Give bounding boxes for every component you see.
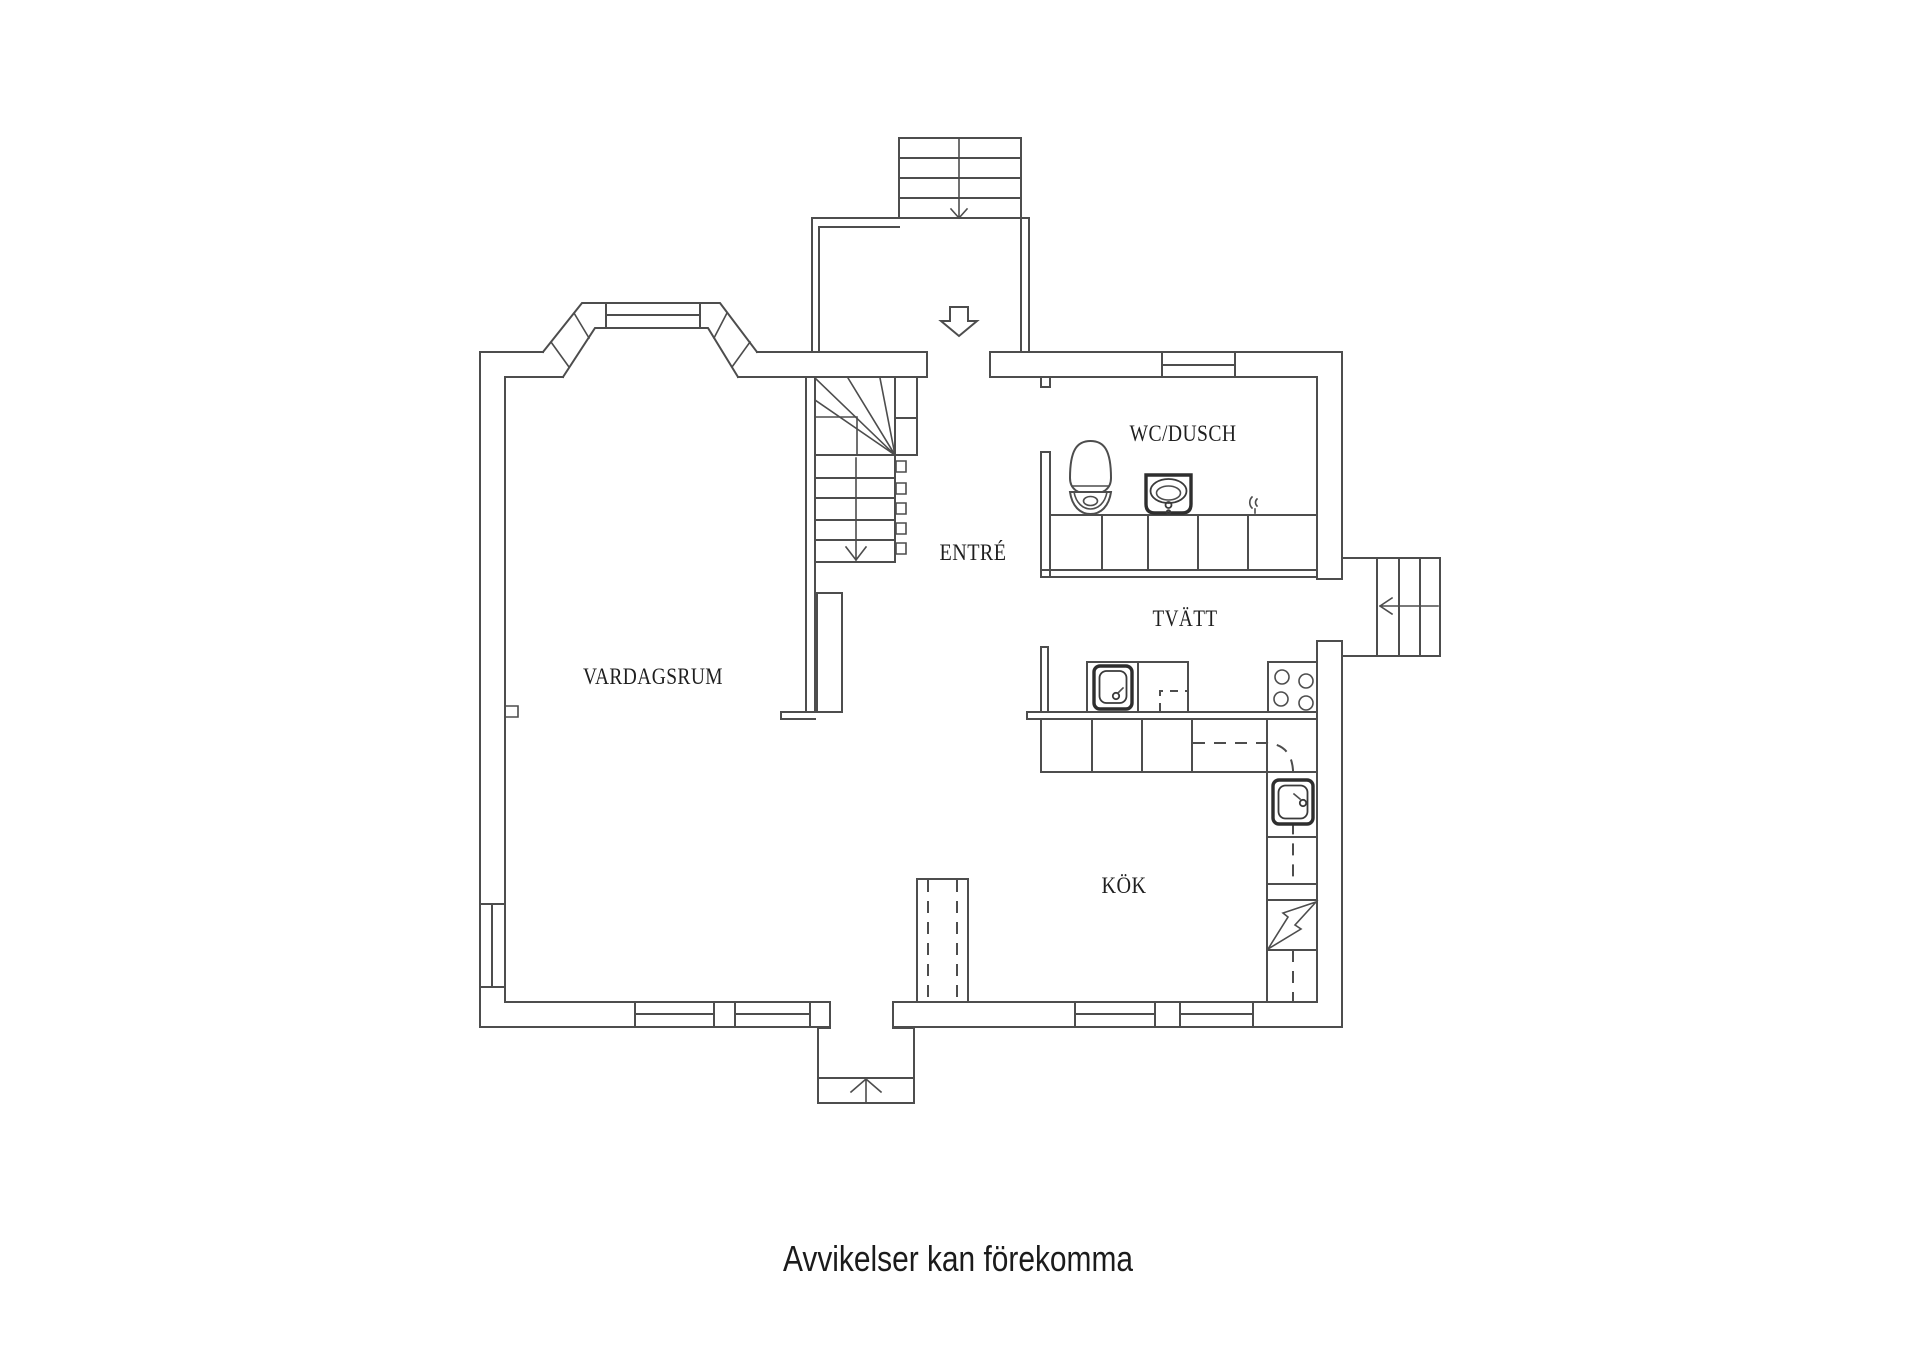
stair-handrail: [895, 460, 907, 555]
disclaimer-caption: Avvikelser kan förekomma: [783, 1238, 1134, 1279]
exterior-walls: [479, 351, 1343, 1028]
room-label-tvatt: TVÄTT: [1153, 606, 1218, 631]
under-stair-closet: [816, 592, 843, 713]
bay-window: [541, 302, 759, 379]
back-porch-up-arrow-icon: [849, 1077, 883, 1103]
front-steps-down-arrow-icon: [949, 138, 969, 220]
washbasin-icon: [1144, 473, 1193, 515]
front-steps: [898, 137, 1022, 220]
front-porch: [811, 217, 1030, 353]
room-label-kok: KÖK: [1102, 873, 1147, 898]
room-label-entre: ENTRÉ: [940, 540, 1007, 565]
toilet-icon: [1068, 439, 1113, 516]
entry-door-arrow-icon: [938, 306, 980, 338]
kitchen-sink-icon: [1092, 664, 1134, 711]
side-steps: [1342, 557, 1441, 657]
bathroom-counter: [1049, 514, 1318, 571]
dishwasher-dashed-icon: [1159, 690, 1187, 711]
wall-tick: [504, 705, 519, 718]
room-label-vardagsrum: VARDAGSRUM: [583, 664, 723, 689]
valve-icon: [1248, 495, 1259, 514]
interior-staircase: [813, 376, 918, 563]
room-label-wc-dusch: WC/DUSCH: [1130, 421, 1237, 446]
back-porch: [817, 1027, 915, 1104]
stove-burners-icon: [1273, 669, 1314, 711]
chimney-shaft: [916, 878, 969, 1003]
interior-stairs-down-arrow-icon: [844, 457, 868, 562]
lightning-bolt-icon: [1267, 900, 1319, 950]
side-steps-arrow-icon: [1378, 596, 1439, 616]
dashed-plumbing-line: [1193, 742, 1294, 1001]
kitchen-sink-2-icon: [1271, 778, 1315, 826]
kitchen-fixtures: [1040, 661, 1319, 1003]
